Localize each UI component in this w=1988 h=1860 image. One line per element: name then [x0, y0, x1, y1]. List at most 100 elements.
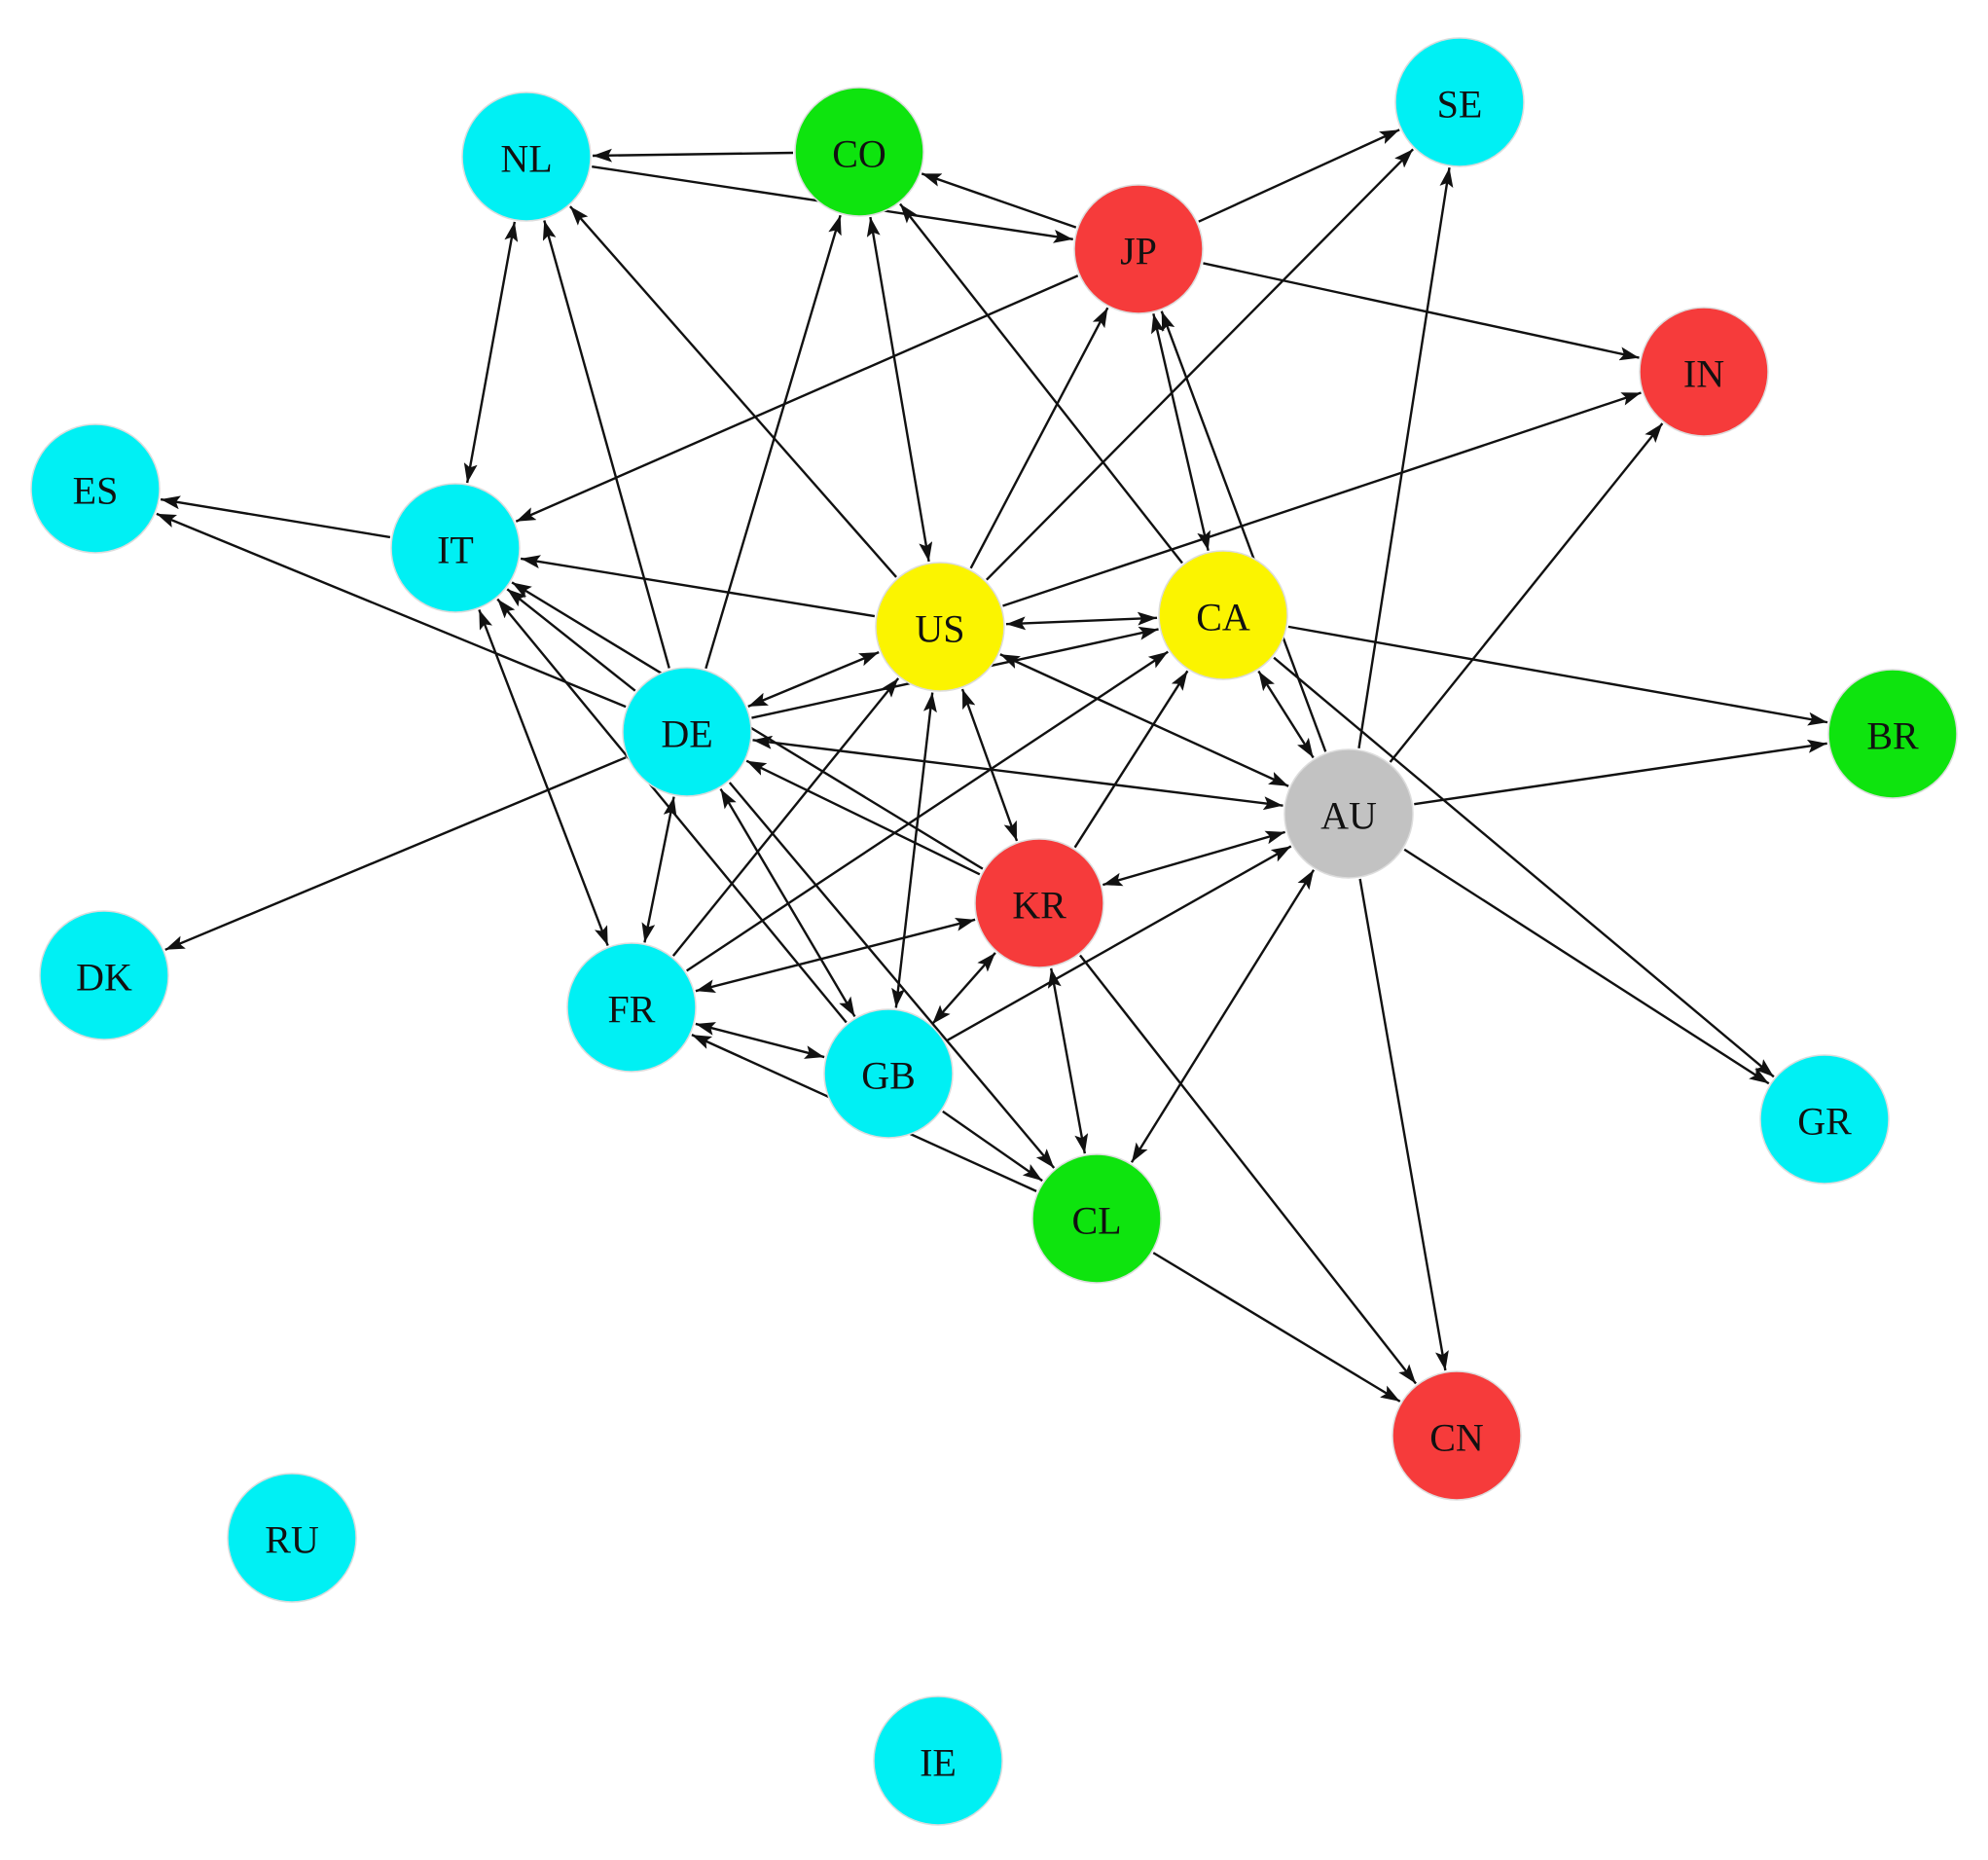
edge-us-jp [969, 307, 1109, 569]
edge-kr-au [1102, 830, 1286, 887]
edge-fr-gb [695, 1022, 825, 1059]
node-circle-se [1394, 37, 1525, 167]
node-es: ES [30, 423, 161, 554]
edge-de-dk [164, 756, 627, 951]
node-circle-nl [461, 91, 592, 222]
node-label-in: IN [1683, 352, 1724, 396]
node-de: DE [622, 667, 752, 797]
edge-kr-cl [1047, 967, 1089, 1154]
edge-au-br [1414, 739, 1827, 806]
edge-au-cl [1130, 869, 1316, 1163]
edge-kr-cn [1079, 954, 1417, 1385]
edge-jp-se [1198, 128, 1400, 223]
node-circle-ru [227, 1473, 357, 1603]
node-circle-cl [1031, 1153, 1162, 1284]
node-label-us: US [915, 607, 964, 651]
edge-de-gb [719, 787, 856, 1018]
node-label-it: IT [437, 529, 474, 572]
node-kr: KR [974, 838, 1104, 968]
node-circle-br [1827, 669, 1958, 799]
edge-au-in [1389, 422, 1664, 763]
edge-us-kr [960, 688, 1019, 842]
node-label-cl: CL [1071, 1199, 1121, 1243]
edge-jp-it [515, 274, 1079, 523]
edge-kr-fr [695, 917, 976, 994]
node-circle-fr [566, 942, 697, 1073]
node-circle-co [794, 87, 924, 217]
node-fr: FR [566, 942, 697, 1073]
edge-it-fr [478, 609, 609, 946]
node-label-co: CO [832, 132, 886, 176]
edge-us-in [1002, 391, 1642, 607]
edge-de-nl [542, 220, 670, 669]
edge-au-gr [1403, 848, 1770, 1085]
edge-gb-cl [942, 1110, 1043, 1183]
node-co: CO [794, 87, 924, 217]
node-label-au: AU [1320, 794, 1377, 838]
node-circle-es [30, 423, 161, 554]
node-jp: JP [1073, 184, 1204, 314]
edge-ca-co [899, 202, 1183, 565]
node-label-br: BR [1866, 714, 1919, 758]
node-dk: DK [39, 910, 169, 1040]
nodes-layer: NL CO SE JP IN ES IT US CA DE BR AU KR DK FR GB GR CL CN RU… [30, 37, 1958, 1826]
node-label-ru: RU [265, 1518, 319, 1562]
node-us: US [875, 562, 1005, 692]
node-au: AU [1283, 748, 1414, 879]
node-circle-de [622, 667, 752, 797]
node-label-dk: DK [76, 956, 132, 1000]
node-circle-ie [873, 1696, 1003, 1826]
node-label-fr: FR [608, 988, 656, 1032]
node-circle-in [1639, 307, 1769, 437]
edge-ca-gr [1273, 656, 1775, 1078]
edge-us-ca [1005, 611, 1158, 631]
node-label-ie: IE [920, 1741, 957, 1785]
edge-jp-co [921, 172, 1077, 229]
node-circle-dk [39, 910, 169, 1040]
node-label-cn: CN [1429, 1416, 1484, 1460]
edge-au-cn [1358, 878, 1449, 1371]
node-it: IT [390, 483, 521, 613]
node-circle-jp [1073, 184, 1204, 314]
edge-de-fr [641, 796, 677, 943]
edge-kr-de [745, 759, 981, 876]
edge-kr-gb [931, 952, 996, 1025]
node-gr: GR [1759, 1054, 1890, 1185]
edge-us-nl [569, 205, 897, 578]
edge-jp-in [1203, 262, 1640, 361]
node-circle-gr [1759, 1054, 1890, 1185]
edge-au-se [1357, 167, 1454, 748]
node-circle-cn [1392, 1370, 1522, 1501]
node-nl: NL [461, 91, 592, 222]
node-se: SE [1394, 37, 1525, 167]
node-label-jp: JP [1120, 230, 1157, 274]
edge-us-it [520, 555, 876, 618]
node-circle-gb [823, 1008, 954, 1139]
edge-ca-br [1287, 625, 1828, 726]
edge-cl-cn [1152, 1252, 1401, 1403]
edge-us-de [747, 650, 880, 709]
node-label-gr: GR [1797, 1100, 1852, 1144]
edge-au-jp [1160, 310, 1327, 752]
node-circle-us [875, 562, 1005, 692]
node-label-se: SE [1437, 83, 1483, 127]
node-label-es: ES [73, 469, 119, 513]
node-ru: RU [227, 1473, 357, 1603]
node-label-ca: CA [1196, 596, 1250, 639]
node-cn: CN [1392, 1370, 1522, 1501]
edge-us-gb [891, 692, 937, 1008]
edge-it-es [160, 495, 391, 539]
edge-co-nl [592, 148, 794, 163]
node-circle-it [390, 483, 521, 613]
node-label-de: DE [661, 712, 712, 756]
node-label-nl: NL [500, 137, 552, 181]
node-label-kr: KR [1012, 884, 1066, 928]
node-ca: CA [1158, 550, 1288, 680]
edge-jp-ca [1151, 312, 1211, 552]
node-circle-kr [974, 838, 1104, 968]
edge-de-au [752, 735, 1283, 811]
node-gb: GB [823, 1008, 954, 1139]
edge-ca-au [1257, 670, 1315, 759]
edge-us-co [866, 216, 933, 563]
